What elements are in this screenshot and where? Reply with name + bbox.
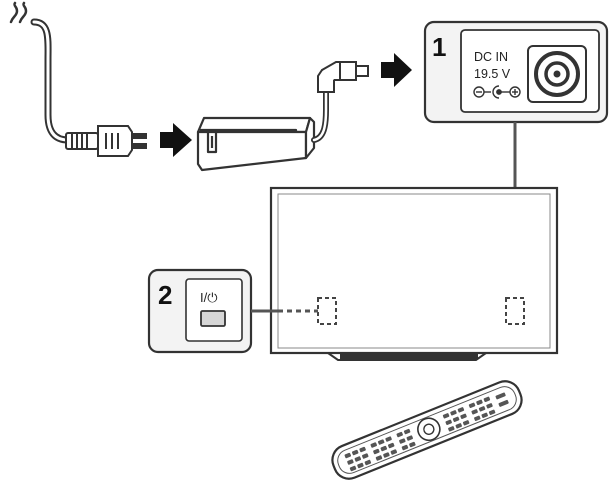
ac-power-symbol-icon bbox=[9, 1, 28, 24]
dc-in-callout: 1 DC IN 19.5 V bbox=[423, 20, 609, 124]
tv-power-button-location bbox=[317, 297, 337, 325]
remote-control-icon bbox=[331, 380, 523, 480]
voltage-label: 19.5 V bbox=[474, 67, 511, 81]
power-plug-icon bbox=[65, 125, 147, 157]
ac-power-cord bbox=[30, 18, 72, 144]
arrow-right-icon bbox=[381, 53, 412, 87]
power-button-icon bbox=[200, 310, 226, 327]
power-button-callout: 2 I/⏻ bbox=[147, 268, 253, 354]
power-symbol-label: I/⏻ bbox=[200, 290, 218, 305]
polarity-symbol-icon bbox=[473, 85, 521, 99]
tv-dc-in-location bbox=[505, 297, 525, 325]
dc-in-jack-icon bbox=[527, 45, 587, 103]
ac-adapter-icon bbox=[196, 116, 316, 172]
callout-2-number: 2 bbox=[158, 280, 172, 310]
dc-in-label: DC IN bbox=[474, 50, 508, 64]
callout-1-number: 1 bbox=[432, 32, 446, 62]
dc-connector-icon bbox=[317, 61, 369, 93]
tv-icon bbox=[269, 186, 559, 361]
dc-cable bbox=[311, 89, 329, 143]
arrow-right-icon bbox=[160, 123, 192, 157]
